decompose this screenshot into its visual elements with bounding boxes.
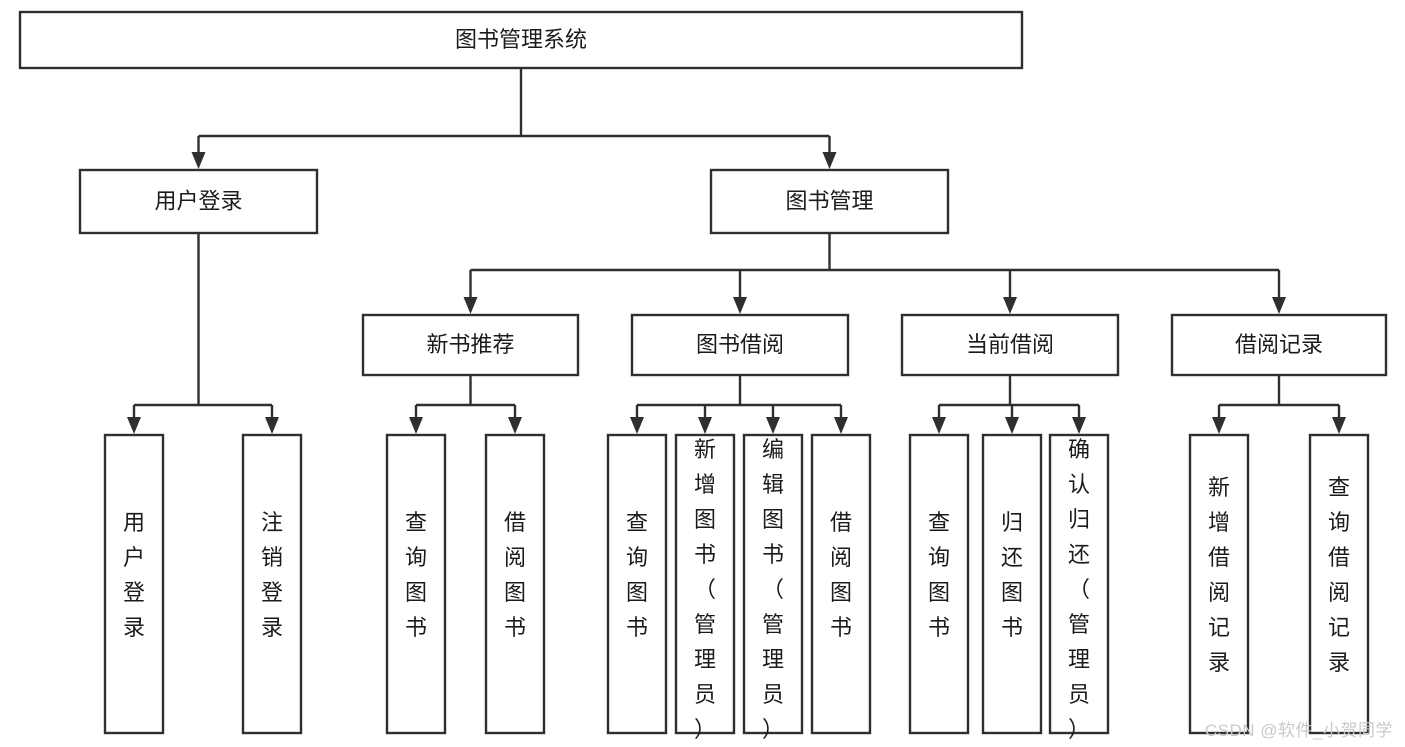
connector-新书推荐-to-leaves: [409, 375, 522, 434]
leaf-box[interactable]: [385, 433, 447, 735]
connector-root-to-level2: [191, 68, 837, 169]
leaf-label: 归还图书: [1001, 510, 1023, 640]
leaf-node[interactable]: 查询图书: [908, 433, 970, 735]
leaf-box[interactable]: [1188, 433, 1250, 735]
leaf-box[interactable]: [908, 433, 970, 735]
level2-label: 用户登录: [154, 188, 242, 213]
level3-label: 新书推荐: [426, 332, 514, 357]
leaf-node[interactable]: 查询图书: [606, 433, 668, 735]
leaf-box[interactable]: [484, 433, 546, 735]
level2-box[interactable]: [78, 168, 319, 235]
level3-box[interactable]: [361, 313, 580, 377]
leaf-label: 用户登录: [123, 510, 145, 640]
level3-box[interactable]: [900, 313, 1120, 377]
level3-node[interactable]: 图书借阅: [630, 313, 850, 377]
leaf-box[interactable]: [1048, 433, 1110, 735]
root-box[interactable]: [18, 10, 1024, 70]
leaf-label: 借阅图书: [830, 510, 852, 640]
leaf-label: 新增图书（管理员）: [694, 437, 716, 742]
level2-box[interactable]: [709, 168, 950, 235]
connector-books-to-level3: [463, 233, 1286, 314]
level3-label: 借阅记录: [1235, 332, 1323, 357]
leaf-label: 查询图书: [626, 510, 648, 640]
leaf-box[interactable]: [742, 433, 804, 735]
root-label: 图书管理系统: [455, 27, 587, 52]
level2-node[interactable]: 用户登录: [78, 168, 319, 235]
leaf-node[interactable]: 注销登录: [241, 433, 303, 735]
leaf-box[interactable]: [810, 433, 872, 735]
root-node[interactable]: 图书管理系统: [18, 10, 1024, 70]
level2-node[interactable]: 图书管理: [709, 168, 950, 235]
leaf-box[interactable]: [606, 433, 668, 735]
level3-box[interactable]: [1170, 313, 1388, 377]
level3-label: 当前借阅: [966, 332, 1054, 357]
leaf-node[interactable]: 查询图书: [385, 433, 447, 735]
level3-box[interactable]: [630, 313, 850, 377]
leaf-box[interactable]: [981, 433, 1043, 735]
leaf-label: 借阅图书: [504, 510, 526, 640]
watermark-label: CSDN @软件_小贺同学: [1204, 721, 1393, 740]
leaf-label: 确认归还（管理员）: [1068, 437, 1090, 742]
leaf-box[interactable]: [103, 433, 165, 735]
leaf-node[interactable]: 用户登录: [103, 433, 165, 735]
leaf-node[interactable]: 新增图书（管理员）: [674, 433, 736, 742]
connector-当前借阅-to-leaves: [932, 375, 1086, 434]
connector-图书借阅-to-leaves: [630, 375, 848, 434]
leaf-node[interactable]: 归还图书: [981, 433, 1043, 735]
connector-login-to-leaves: [127, 233, 279, 434]
connector-layer: [127, 68, 1346, 434]
leaf-label: 注销登录: [261, 510, 283, 640]
leaf-node[interactable]: 查询借阅记录: [1308, 433, 1370, 735]
level3-node[interactable]: 新书推荐: [361, 313, 580, 377]
leaf-label: 新增借阅记录: [1208, 475, 1230, 675]
leaf-node[interactable]: 借阅图书: [484, 433, 546, 735]
leaf-box[interactable]: [1308, 433, 1370, 735]
leaf-node[interactable]: 确认归还（管理员）: [1048, 433, 1110, 742]
level3-node[interactable]: 当前借阅: [900, 313, 1120, 377]
leaf-label: 查询图书: [405, 510, 427, 640]
level3-label: 图书借阅: [696, 332, 784, 357]
leaf-node[interactable]: 编辑图书（管理员）: [742, 433, 804, 742]
leaf-label: 查询图书: [928, 510, 950, 640]
level2-label: 图书管理: [785, 188, 873, 213]
leaf-node[interactable]: 新增借阅记录: [1188, 433, 1250, 735]
connector-借阅记录-to-leaves: [1212, 375, 1346, 434]
leaf-box[interactable]: [241, 433, 303, 735]
level3-node[interactable]: 借阅记录: [1170, 313, 1388, 377]
leaf-label: 编辑图书（管理员）: [762, 437, 784, 742]
leaf-box[interactable]: [674, 433, 736, 735]
node-layer: 图书管理系统用户登录图书管理新书推荐图书借阅当前借阅借阅记录用户登录注销登录查询…: [18, 10, 1388, 742]
leaf-label: 查询借阅记录: [1328, 475, 1350, 675]
leaf-node[interactable]: 借阅图书: [810, 433, 872, 735]
